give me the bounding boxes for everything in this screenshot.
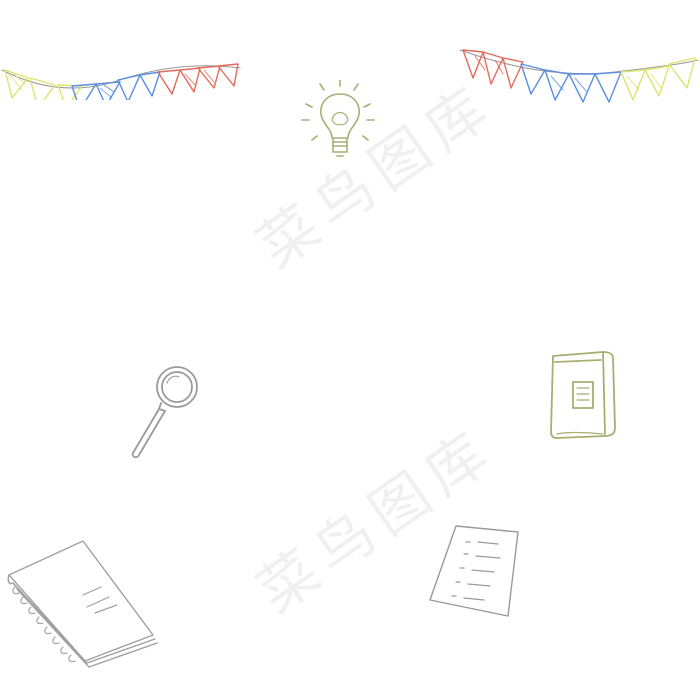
- document-icon: [429, 525, 519, 617]
- bunting-right-icon: [459, 49, 699, 103]
- bunting-left-icon: [1, 63, 241, 100]
- book-icon: [550, 351, 616, 439]
- lightbulb-icon: [301, 80, 375, 157]
- notebook-icon: [7, 540, 158, 668]
- magnifier-icon: [131, 366, 198, 459]
